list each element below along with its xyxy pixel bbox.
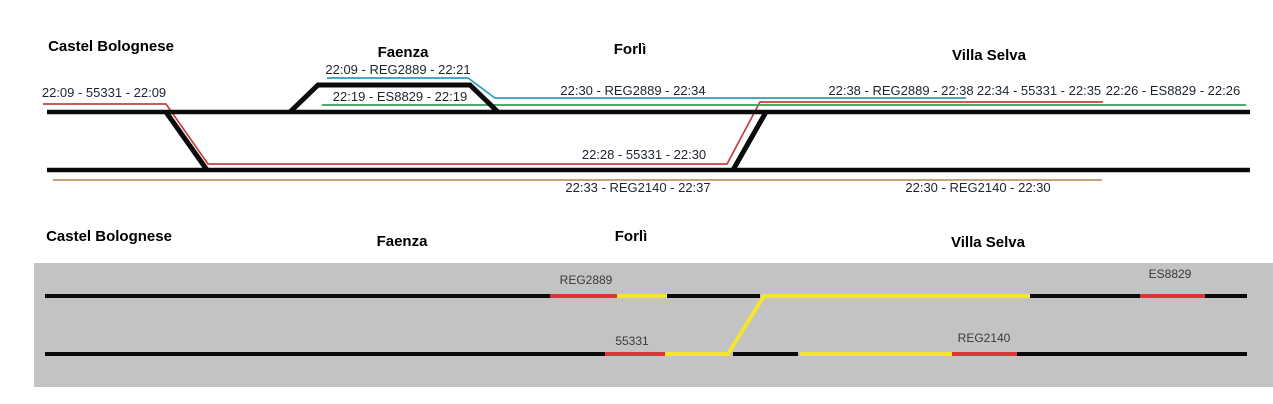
label-reg2889-forli: 22:30 - REG2889 - 22:34 [560,83,706,98]
bottom-panel-lines [45,294,1247,356]
occ-label-es8829: ES8829 [1148,267,1192,281]
label-55331-villa-selva: 22:34 - 55331 - 22:35 [976,83,1102,98]
occ-yellow-route-diagonal [665,294,1030,356]
label-reg2889-villa-selva: 22:38 - REG2889 - 22:38 [828,83,974,98]
occ-label-55331: 55331 [615,334,649,348]
label-reg2140-forli: 22:33 - REG2140 - 22:37 [565,180,711,195]
top-station-villa-selva: Villa Selva [952,47,1026,64]
crossover-castel-bolognese [163,110,210,172]
top-station-faenza: Faenza [377,44,429,61]
bottom-station-castel-bolognese: Castel Bolognese [46,228,172,245]
label-es8829-villa-selva: 22:26 - ES8829 - 22:26 [1105,83,1241,98]
top-panel-lines [43,77,1250,181]
label-55331-forli: 22:28 - 55331 - 22:30 [581,147,707,162]
label-es8829-faenza: 22:19 - ES8829 - 22:19 [332,89,468,104]
top-station-forli: Forlì [613,41,647,58]
top-station-castel-bolognese: Castel Bolognese [48,38,174,55]
bottom-station-villa-selva: Villa Selva [951,234,1025,251]
occ-label-reg2889: REG2889 [559,273,613,287]
bottom-station-faenza: Faenza [376,233,428,250]
label-reg2889-faenza: 22:09 - REG2889 - 22:21 [325,62,471,77]
bottom-station-forli: Forlì [614,228,648,245]
occupancy-panel-background [34,263,1273,387]
label-55331-castel-bolognese: 22:09 - 55331 - 22:09 [41,85,167,100]
crossover-forli [730,110,769,172]
train-path-reg2889 [327,77,966,99]
occ-label-reg2140: REG2140 [957,331,1011,345]
label-reg2140-villa-selva: 22:30 - REG2140 - 22:30 [905,180,1051,195]
train-path-55331 [43,101,1103,165]
faenza-siding-loop [288,82,500,114]
